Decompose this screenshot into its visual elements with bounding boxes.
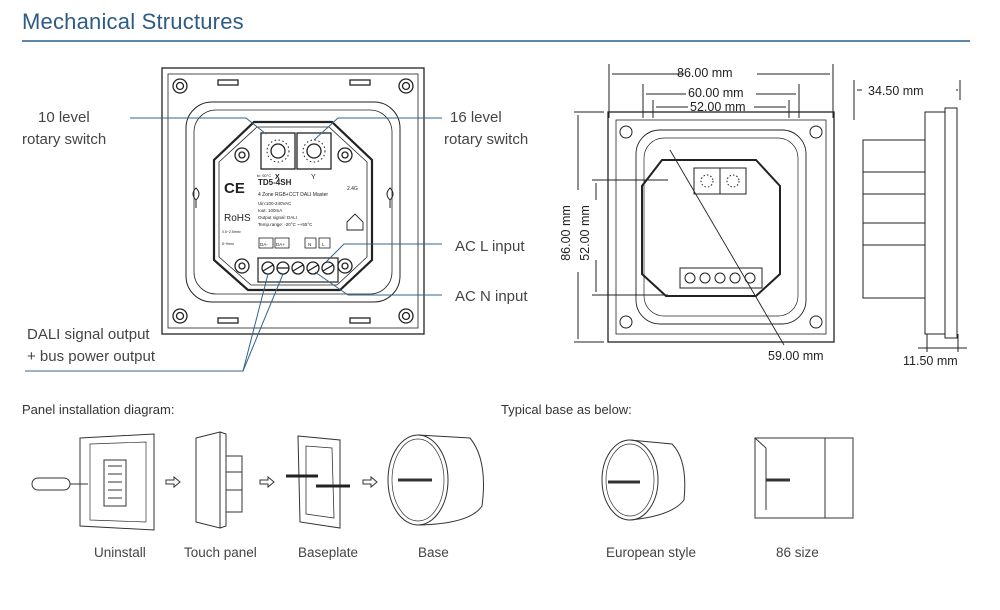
switch-y-label: Y bbox=[311, 174, 316, 181]
dim-depth-panel: 11.50 mm bbox=[903, 354, 958, 368]
dim-depth-total: 34.50 mm bbox=[868, 84, 924, 98]
rf-mark: 2.4G bbox=[347, 186, 358, 192]
typical-base-heading: Typical base as below: bbox=[501, 402, 632, 417]
dim-diagonal: 59.00 mm bbox=[768, 349, 824, 363]
strip-length: 8~9mm bbox=[222, 242, 234, 246]
step-caption: Uninstall bbox=[94, 545, 146, 560]
rohs-mark: RoHS bbox=[224, 213, 251, 224]
spec-output: Output signal: DALI bbox=[258, 215, 297, 220]
side-body bbox=[862, 139, 926, 299]
page-title: Mechanical Structures bbox=[22, 9, 244, 34]
tc-rating: tc: 60°C bbox=[257, 173, 271, 178]
callout-ac-l: AC L input bbox=[455, 238, 525, 255]
callout-dali-line1: DALI signal output bbox=[27, 326, 150, 343]
title-underline bbox=[22, 40, 970, 42]
callout-rotary-10-line1: 10 level bbox=[38, 109, 90, 126]
switch-x-label: X bbox=[275, 174, 280, 181]
leader-rotary-10 bbox=[130, 117, 267, 135]
leader-ac-l bbox=[325, 243, 442, 263]
spec-iout: Iout: 100mA bbox=[258, 208, 282, 213]
module-description: 4 Zone RGB+CCT DALI Master bbox=[258, 192, 328, 198]
terminal-label: DA- bbox=[260, 242, 268, 247]
callout-rotary-10-line2: rotary switch bbox=[22, 131, 107, 148]
arrow-icon bbox=[362, 475, 378, 489]
base-illustration bbox=[387, 434, 484, 526]
terminal-label: N bbox=[308, 242, 311, 247]
rotary-switch-y bbox=[296, 132, 332, 170]
callout-ac-n: AC N input bbox=[455, 288, 528, 305]
leader-rotary-16 bbox=[313, 117, 442, 141]
spec-uin: Uin:100-240VAC bbox=[258, 201, 292, 206]
dim-height-inner: 52.00 mm bbox=[577, 205, 592, 261]
terminal-block bbox=[257, 257, 339, 283]
terminal-screw-icon bbox=[261, 261, 335, 275]
callout-rotary-16-line1: 16 level bbox=[450, 109, 502, 126]
dim-width-outer: 86.00 mm bbox=[677, 66, 733, 80]
dim-width-mid: 60.00 mm bbox=[688, 86, 744, 100]
base-type-caption: European style bbox=[606, 545, 697, 560]
leader-dali-2 bbox=[242, 273, 284, 372]
leader-ac-n bbox=[314, 271, 442, 296]
baseplate-illustration bbox=[286, 435, 350, 529]
base-type-caption: 86 size bbox=[776, 545, 819, 560]
spec-temp: Temp.range: -20°C ~+55°C bbox=[258, 222, 313, 227]
front-view-drawing: CE RoHS TD5-4SH 4 Zone RGB+CCT DALI Mast… bbox=[25, 67, 442, 372]
model-number: TD5-4SH bbox=[258, 178, 292, 187]
installation-heading: Panel installation diagram: bbox=[22, 402, 175, 417]
dim-width-inner: 52.00 mm bbox=[690, 100, 746, 114]
step-caption: Baseplate bbox=[298, 545, 359, 560]
outer-plate bbox=[161, 67, 425, 335]
uninstall-illustration bbox=[31, 433, 155, 531]
installation-drawings bbox=[31, 431, 854, 531]
european-base-illustration bbox=[601, 439, 686, 521]
rotary-switch-x bbox=[260, 132, 296, 170]
callout-rotary-16-line2: rotary switch bbox=[444, 131, 529, 148]
screwdriver-icon bbox=[31, 477, 71, 491]
terminal-label: L bbox=[322, 242, 325, 247]
dimension-drawing bbox=[574, 64, 967, 352]
arrow-icon bbox=[165, 475, 181, 489]
dim-height-outer: 86.00 mm bbox=[558, 205, 573, 261]
ce-mark: CE bbox=[224, 180, 245, 197]
corner-screw-icon bbox=[172, 78, 414, 324]
arrow-icon bbox=[259, 475, 275, 489]
callout-dali-line2: + bus power output bbox=[27, 348, 156, 365]
terminal-label: DA+ bbox=[276, 242, 285, 247]
indoor-use-icon bbox=[346, 213, 364, 231]
wire-spec: 0.5~2.5mm² bbox=[222, 230, 242, 234]
86-box-illustration bbox=[754, 437, 854, 519]
step-caption: Base bbox=[418, 545, 449, 560]
touch-panel-illustration bbox=[195, 431, 243, 529]
step-caption: Touch panel bbox=[184, 545, 257, 560]
